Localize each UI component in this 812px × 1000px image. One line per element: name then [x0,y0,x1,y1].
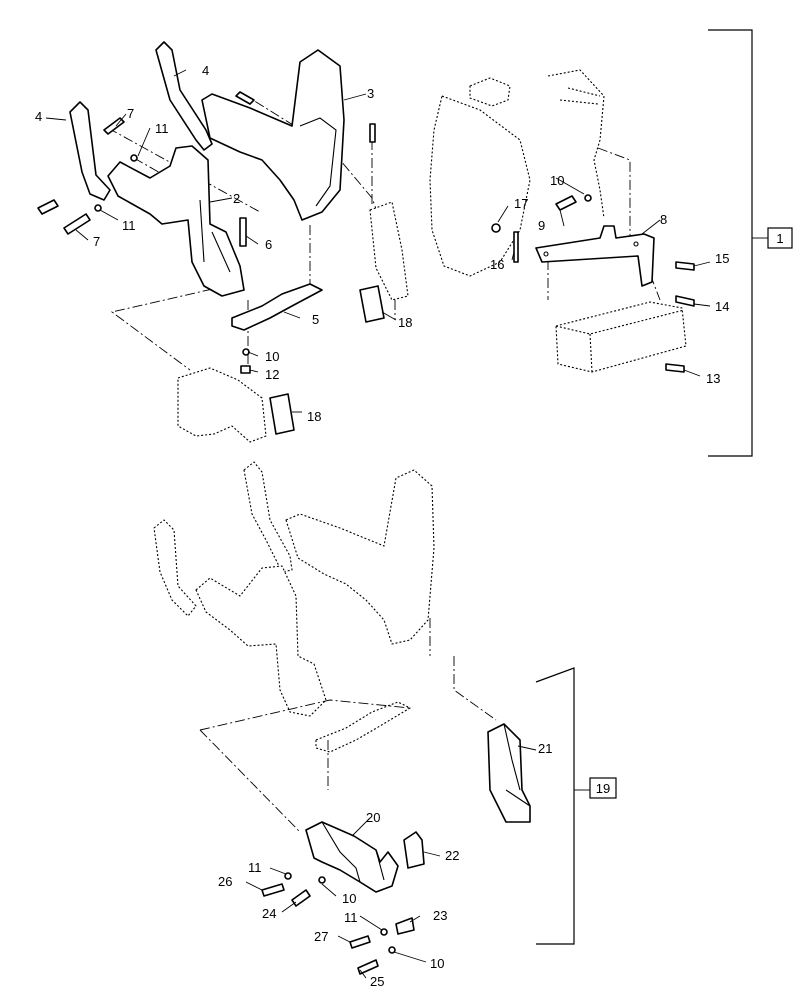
callout-labels: 1 2 3 4 4 5 6 7 7 8 9 10 10 10 10 11 11 … [35,63,784,989]
callout-24: 24 [262,906,276,921]
ghost-casting-lower [285,469,435,645]
ghost-tractor-body [469,77,511,107]
callout-5: 5 [312,312,319,327]
ghost-arm-lower-upper [243,461,293,573]
callout-11a: 11 [155,121,169,136]
callout-22: 22 [445,848,459,863]
washer-10b [584,194,592,202]
callout-21: 21 [538,741,552,756]
callout-11c: 11 [248,860,262,875]
callout-10d: 10 [430,956,444,971]
group-bracket-1 [708,29,753,457]
bolt-26 [261,883,285,897]
base-plate [231,283,323,331]
guard-plate [487,723,531,823]
callout-19: 19 [596,781,610,796]
ghost-tool-box [555,301,687,373]
callout-3: 3 [367,86,374,101]
callout-15: 15 [715,251,729,266]
bolt-right-3 [369,123,376,143]
bolt-25 [357,959,379,975]
callout-10b: 10 [265,349,279,364]
nut-12 [240,365,251,374]
callout-27: 27 [314,929,328,944]
callout-4a: 4 [35,109,42,124]
bracket-arm-left [69,101,111,201]
washer-10d [388,946,396,954]
lower-assembly [153,461,617,979]
bolt-9 [555,195,577,211]
clip-23 [395,917,415,935]
hitch-housing [305,821,399,893]
ghost-tire [429,95,531,277]
ghost-bracket-lower [177,367,267,443]
ghost-arm-lower-left [153,519,197,617]
main-casting [201,49,345,221]
clip-block-22 [403,831,425,869]
callout-12: 12 [265,367,279,382]
clamp-block-upper [359,285,385,323]
callout-14: 14 [715,299,729,314]
callout-7a: 7 [127,106,134,121]
callout-4b: 4 [202,63,209,78]
washer-11d [380,928,388,936]
callout-7b: 7 [93,234,100,249]
top-left-assembly [37,41,409,443]
washer-11c [284,872,292,880]
callout-1: 1 [776,231,783,246]
callout-20: 20 [366,810,380,825]
callout-10a: 10 [550,173,564,188]
bolt-7b [63,213,91,235]
callout-10c: 10 [342,891,356,906]
callout-box-1 [767,227,793,249]
bolt-left-top [37,199,59,215]
washer-11b [94,204,102,212]
callout-11b: 11 [122,218,136,233]
callout-25: 25 [370,974,384,989]
callout-26: 26 [218,874,232,889]
clip-16 [513,231,519,263]
bolt-24 [291,889,311,907]
callout-13: 13 [706,371,720,386]
ghost-support-lower [195,565,327,717]
nut-17 [491,223,501,233]
mount-bracket [535,225,655,287]
bolt-27 [349,935,371,949]
callout-18a: 18 [398,315,412,330]
callout-box-19 [589,777,617,799]
callout-9: 9 [538,218,545,233]
support-bracket [107,145,245,297]
ghost-plate-lower [315,701,411,753]
callout-18b: 18 [307,409,321,424]
group-bracket-19 [535,667,575,945]
bolt-6 [239,217,247,247]
bolt-13 [665,363,685,373]
washer-11a [130,154,138,162]
callout-11d: 11 [344,910,358,925]
callout-2: 2 [233,191,240,206]
callout-23: 23 [433,908,447,923]
washer-10c [318,876,326,884]
bolt-top-3 [235,91,255,105]
callout-17: 17 [514,196,528,211]
callout-6: 6 [265,237,272,252]
bolt-14 [675,295,695,307]
callout-16: 16 [490,257,504,272]
top-right-assembly [429,29,793,457]
clamp-block-lower [269,393,295,435]
callout-8: 8 [660,212,667,227]
bolt-15 [675,261,695,271]
